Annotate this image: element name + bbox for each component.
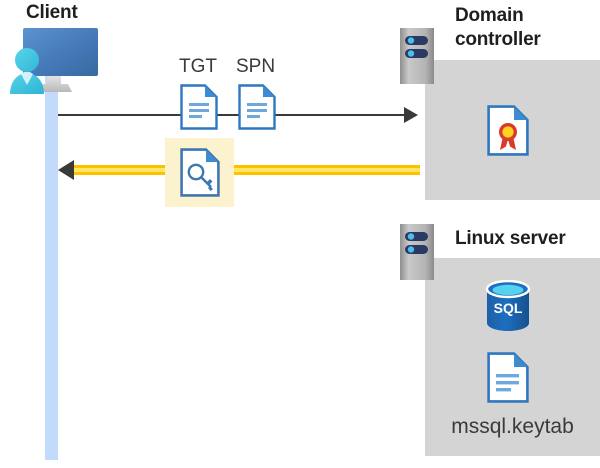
request-arrow-to-domain-controller: [58, 104, 418, 126]
tgt-document-icon: [180, 84, 218, 130]
client-title: Client: [26, 2, 78, 23]
svg-text:SQL: SQL: [494, 300, 523, 316]
certificate-document-icon: [487, 105, 529, 156]
response-arrow-to-client: [58, 158, 420, 182]
client-workstation-icon: [5, 24, 105, 98]
linux-server-rack-icon: [400, 224, 434, 280]
domain-controller-server-rack-icon: [400, 28, 434, 84]
spn-document-icon: [238, 84, 276, 130]
linux-server-title: Linux server: [455, 228, 566, 249]
tgt-label: TGT: [179, 56, 217, 77]
spn-label: SPN: [236, 56, 276, 77]
domain-controller-title: Domain controller: [455, 5, 541, 50]
sql-database-icon: SQL: [483, 279, 533, 332]
service-ticket-document-with-key-icon: [180, 148, 220, 197]
client-lifeline: [45, 72, 58, 460]
keytab-document-icon: [487, 352, 529, 403]
keytab-filename-label: mssql.keytab: [451, 415, 574, 438]
